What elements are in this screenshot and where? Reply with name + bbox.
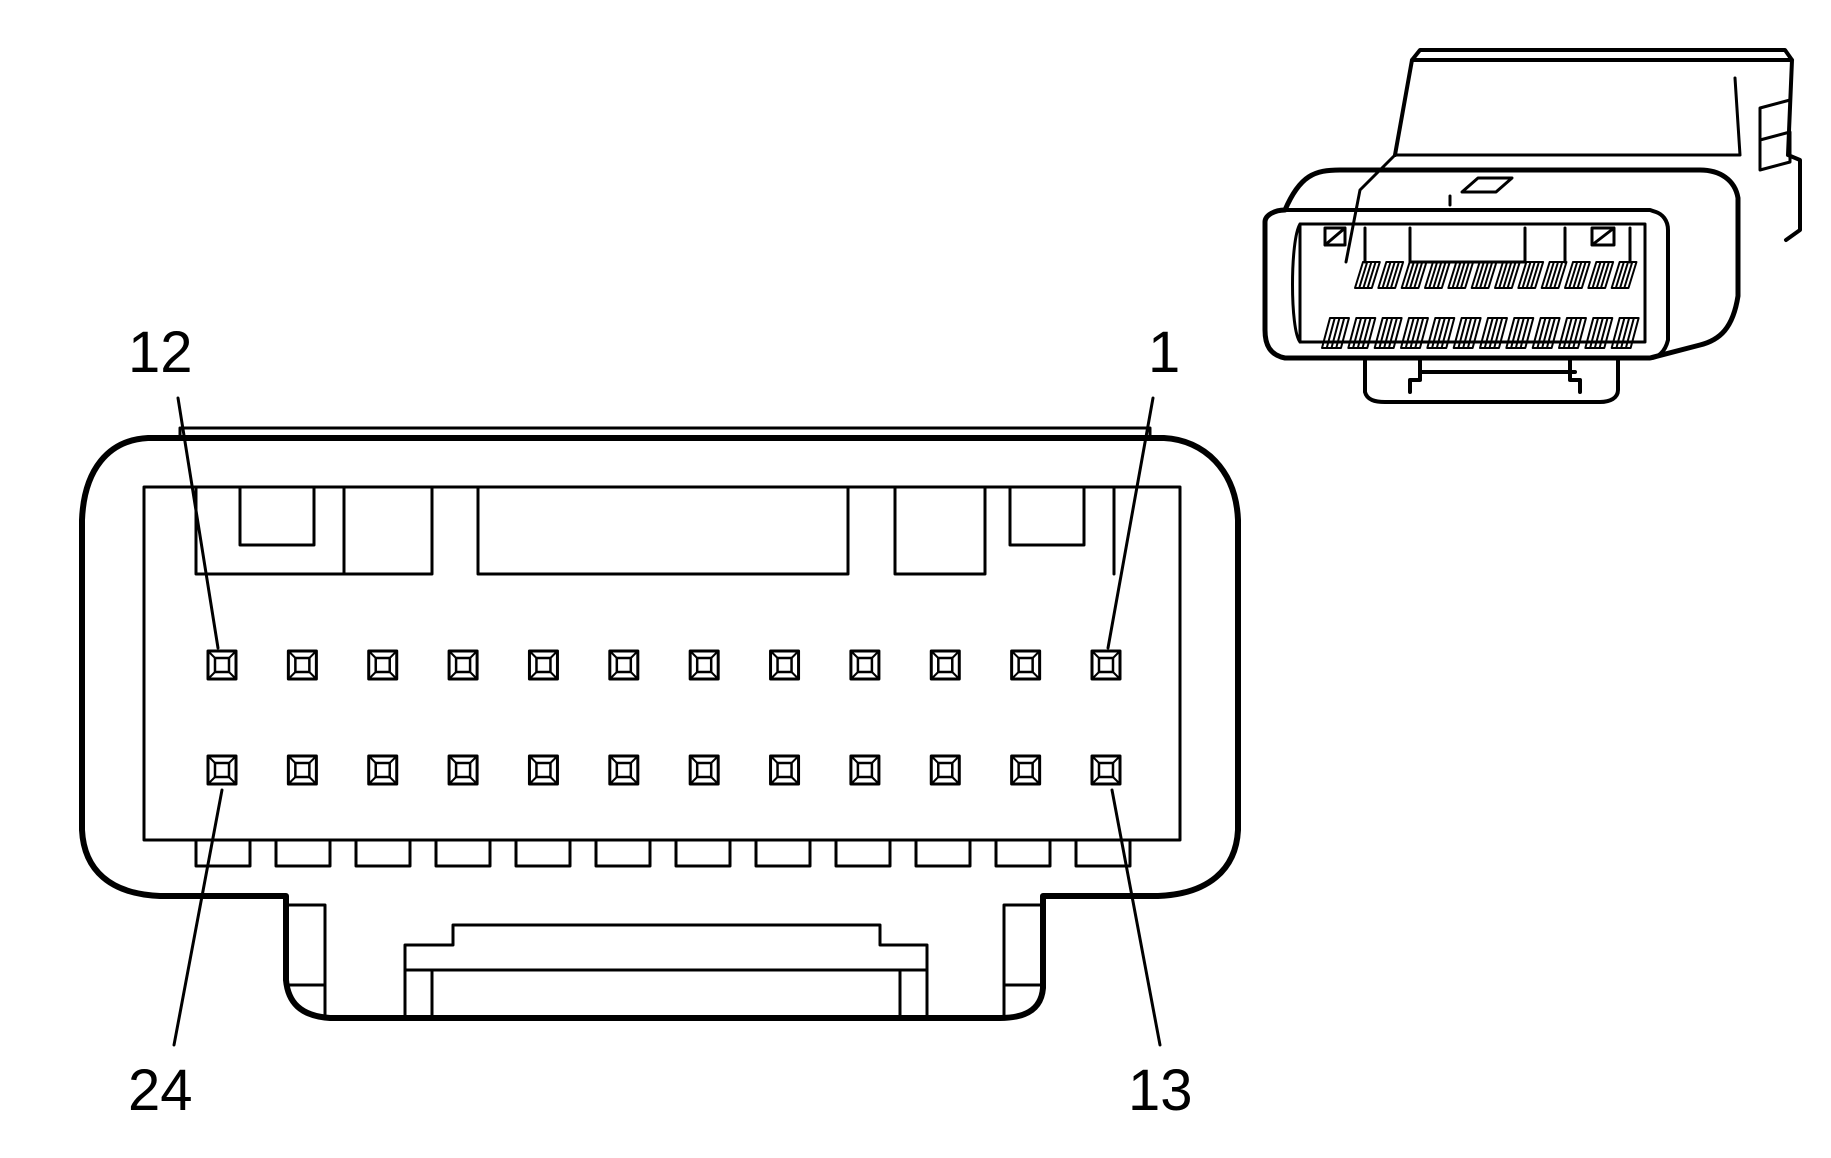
iso-terminal <box>1540 261 1568 289</box>
iso-front-shroud <box>1262 167 1741 361</box>
pin-label-24: 24 <box>128 1058 193 1123</box>
inner-cavity <box>142 485 1182 842</box>
bottom-windows <box>194 838 1132 868</box>
pin-cavity-19 <box>608 754 640 786</box>
iso-front-face-inner <box>1291 222 1647 344</box>
iso-terminal <box>1400 317 1429 349</box>
iso-terminal <box>1587 261 1615 289</box>
pin-label-13: 13 <box>1128 1058 1193 1123</box>
iso-terminal <box>1470 261 1498 289</box>
iso-terminal <box>1321 317 1350 349</box>
iso-terminal-array <box>1321 261 1640 349</box>
pin-cavity-9 <box>447 649 479 681</box>
iso-rear-top <box>1344 76 1792 264</box>
pin-cavity-10 <box>367 649 399 681</box>
pin-array <box>206 649 1122 786</box>
latch-step <box>403 923 929 1020</box>
iso-terminal <box>1424 261 1451 289</box>
pin-cavity-13 <box>1090 754 1122 786</box>
pin-cavity-5 <box>769 649 801 681</box>
iso-terminal <box>1452 317 1482 349</box>
iso-rear-body <box>1393 48 1802 242</box>
top-keying-inner <box>342 485 1116 576</box>
leader-pin-12 <box>176 396 220 650</box>
pin-cavity-20 <box>527 754 559 786</box>
pin-cavity-2 <box>1010 649 1042 681</box>
iso-terminal <box>1584 317 1614 349</box>
pin-cavity-7 <box>608 649 640 681</box>
pin-label-1: 1 <box>1148 320 1180 385</box>
iso-terminal <box>1373 317 1403 349</box>
iso-front-face <box>1283 208 1670 360</box>
iso-bottom-latch <box>1363 356 1620 404</box>
iso-terminal <box>1447 261 1475 289</box>
pin-cavity-17 <box>769 754 801 786</box>
left-key-window <box>238 485 316 547</box>
connector-isometric-view <box>1262 48 1802 404</box>
iso-terminal <box>1564 261 1591 289</box>
iso-terminal <box>1610 261 1638 289</box>
pin-cavity-8 <box>527 649 559 681</box>
pin-cavity-22 <box>367 754 399 786</box>
iso-upper-wall <box>1363 226 1632 264</box>
iso-rear-slot <box>1758 130 1792 172</box>
housing-top-lip <box>178 426 1152 440</box>
iso-terminal <box>1347 317 1377 349</box>
pin-cavity-21 <box>447 754 479 786</box>
pin-cavity-23 <box>286 754 318 786</box>
pin-cavity-12 <box>206 649 238 681</box>
iso-terminal <box>1558 317 1587 349</box>
pin-cavity-18 <box>688 754 720 786</box>
pin-cavity-15 <box>929 754 961 786</box>
iso-pocket-right <box>1590 226 1616 247</box>
leader-pin-24 <box>172 788 224 1047</box>
iso-terminal <box>1505 317 1535 349</box>
leader-pin-1 <box>1106 396 1155 650</box>
pin-cavity-11 <box>286 649 318 681</box>
housing-outline <box>79 435 1241 1021</box>
iso-terminal <box>1494 261 1521 289</box>
iso-top-latch <box>1448 176 1514 207</box>
right-key-window <box>1008 485 1086 547</box>
leader-lines <box>172 396 1162 1047</box>
pin-cavity-3 <box>929 649 961 681</box>
iso-terminal <box>1531 317 1561 349</box>
pin-cavity-24 <box>206 754 238 786</box>
latch-tab <box>284 894 1045 1020</box>
pin-cavity-14 <box>1010 754 1042 786</box>
top-keying-profile <box>194 485 987 576</box>
iso-terminal <box>1400 261 1428 289</box>
iso-terminal <box>1377 261 1405 289</box>
pin-cavity-1 <box>1090 649 1122 681</box>
pin-cavity-16 <box>849 754 881 786</box>
pin-cavity-6 <box>688 649 720 681</box>
leader-pin-13 <box>1110 788 1162 1047</box>
iso-terminal <box>1426 317 1456 349</box>
iso-terminal <box>1610 317 1640 349</box>
pin-label-12: 12 <box>128 320 193 385</box>
iso-terminal <box>1354 261 1381 289</box>
iso-terminal <box>1517 261 1545 289</box>
connector-front-view: 12 1 24 13 <box>79 320 1241 1123</box>
iso-terminal <box>1479 317 1508 349</box>
iso-pocket-left <box>1323 226 1347 247</box>
pin-cavity-4 <box>849 649 881 681</box>
